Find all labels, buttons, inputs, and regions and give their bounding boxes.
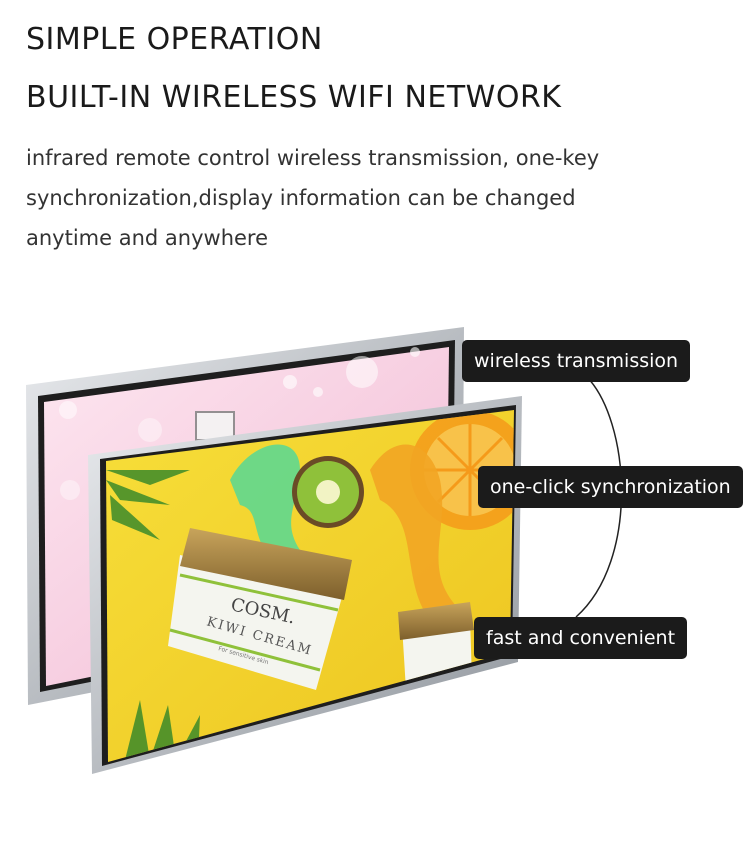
heading-line-2: BUILT-IN WIRELESS WIFI NETWORK: [26, 80, 562, 115]
description-line-1: infrared remote control wireless transmi…: [26, 146, 600, 170]
description-line-3: anytime and anywhere: [26, 226, 269, 250]
front-monitor: COSM. KIWI CREAM For sensitive skin: [88, 396, 522, 774]
heading-line-1: SIMPLE OPERATION: [26, 22, 323, 57]
cream-jar: COSM. KIWI CREAM For sensitive skin: [168, 528, 352, 690]
description-line-2: synchronization,display information can …: [26, 186, 576, 210]
description: infrared remote control wireless transmi…: [26, 138, 706, 258]
label-one-click-sync: one-click synchronization: [478, 466, 743, 508]
label-fast-convenient: fast and convenient: [474, 617, 688, 659]
label-wireless-transmission: wireless transmission: [462, 340, 691, 382]
